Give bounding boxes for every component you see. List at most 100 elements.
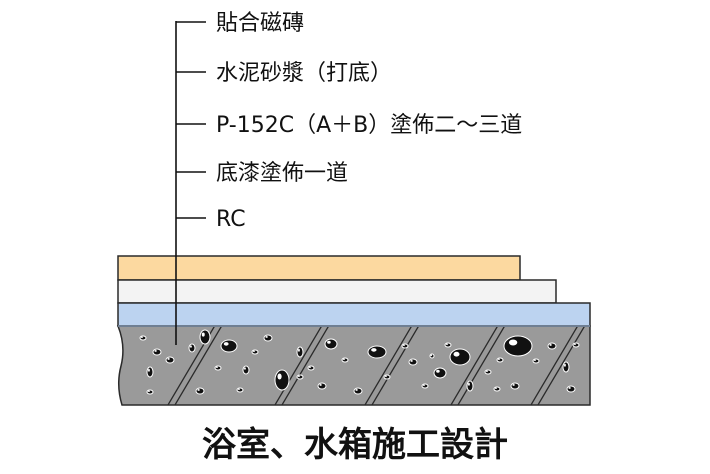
pebble-highlight — [385, 375, 387, 378]
pebble-highlight — [298, 348, 300, 352]
aggregate-pebble — [408, 358, 418, 366]
pebble-highlight — [436, 369, 440, 373]
pebble-highlight — [190, 345, 192, 348]
pebble-highlight — [197, 389, 200, 391]
aggregate-pebble — [251, 349, 259, 355]
aggregate-pebble — [532, 358, 540, 364]
pebble-highlight — [574, 343, 576, 346]
aggregate-pebble — [165, 356, 175, 364]
tile-layer — [117, 255, 521, 281]
label-primer: 底漆塗佈一道 — [216, 161, 348, 186]
pebble-highlight — [512, 384, 515, 386]
aggregate-pebble — [152, 348, 162, 356]
label-tile: 貼合磁磚 — [216, 11, 304, 36]
pebble-highlight — [154, 350, 157, 352]
pebble-highlight — [148, 368, 150, 372]
diagram-title: 浴室、水箱施工設計 — [202, 425, 508, 465]
aggregate-pebble — [195, 387, 205, 395]
label-rc: RC — [216, 207, 246, 232]
pebble-highlight — [167, 358, 170, 360]
aggregate-pebble — [444, 342, 452, 348]
concrete-hatch-line — [171, 326, 225, 405]
pebble-highlight — [238, 388, 240, 391]
pebble-highlight — [446, 343, 448, 346]
pebble-highlight — [410, 360, 413, 362]
pebble-highlight — [495, 387, 497, 390]
aggregate-pebble — [562, 361, 570, 373]
pebble-highlight — [564, 363, 566, 367]
aggregate-pebble — [341, 357, 349, 363]
aggregate-pebble — [493, 386, 501, 392]
aggregate-pebble — [566, 385, 576, 393]
aggregate-pebble — [367, 345, 387, 359]
aggregate-pebble — [274, 369, 290, 391]
aggregate-pebble — [307, 365, 315, 371]
aggregate-pebble — [236, 387, 244, 393]
pebble-highlight — [453, 351, 460, 357]
aggregate-pebble — [401, 343, 409, 349]
concrete-hatch-line — [368, 326, 422, 405]
aggregate-pebble — [317, 382, 327, 390]
aggregate-pebble — [263, 334, 273, 342]
pebble-highlight — [498, 358, 500, 361]
mortar-layer — [117, 279, 557, 304]
aggregate-pebble — [547, 342, 557, 350]
pebble-highlight — [549, 344, 552, 346]
aggregate-pebble — [296, 374, 304, 380]
aggregate-pebble — [503, 335, 533, 357]
label-membrane: P-152C（A＋B）塗佈二～三道 — [216, 113, 522, 138]
aggregate-pebble — [214, 365, 222, 371]
concrete-hatching — [164, 326, 588, 405]
pebble-highlight — [141, 336, 143, 339]
aggregate-pebble — [296, 346, 304, 358]
aggregate-pebble — [220, 339, 238, 353]
aggregate-pebble — [429, 353, 435, 359]
aggregate-pebble — [353, 387, 363, 395]
pebble-highlight — [468, 382, 470, 386]
leader-lines — [175, 21, 206, 345]
concrete-hatch-line — [271, 326, 325, 405]
pebble-highlight — [343, 358, 345, 361]
pebble-highlight — [201, 332, 205, 337]
aggregate-pebble — [466, 380, 474, 392]
pebble-highlight — [298, 375, 300, 378]
aggregate-pebble — [433, 367, 447, 379]
aggregate-pebble — [449, 348, 471, 366]
pebble-highlight — [223, 342, 229, 346]
pebble-highlight — [355, 389, 358, 391]
aggregate-pebble — [199, 329, 211, 345]
pebble-highlight — [309, 366, 311, 369]
concrete-hatch-line — [527, 326, 581, 405]
pebble-highlight — [568, 387, 571, 389]
aggregate-pebble — [146, 366, 154, 378]
pebble-highlight — [319, 384, 322, 386]
aggregate-pebble — [324, 338, 338, 350]
aggregate-pebble — [421, 383, 429, 389]
concrete-aggregate — [139, 329, 580, 395]
aggregate-pebble — [242, 365, 250, 375]
concrete-hatch-line — [534, 326, 588, 405]
aggregate-pebble — [572, 342, 580, 348]
label-mortar: 水泥砂漿（打底） — [216, 61, 392, 86]
concrete-hatch-line — [278, 326, 332, 405]
aggregate-pebble — [146, 389, 154, 395]
aggregate-pebble — [496, 357, 504, 363]
aggregate-pebble — [484, 369, 492, 375]
pebble-highlight — [327, 340, 331, 344]
aggregate-pebble — [139, 335, 147, 341]
concrete-hatch-line — [361, 326, 415, 405]
pebble-highlight — [371, 348, 377, 352]
pebble-highlight — [253, 350, 255, 353]
aggregate-pebble — [383, 374, 391, 380]
pebble-highlight — [403, 344, 405, 347]
aggregate-pebble — [510, 382, 520, 390]
aggregate-pebble — [188, 343, 196, 353]
pebble-highlight — [148, 390, 150, 393]
concrete-hatch-line — [447, 326, 501, 405]
pebble-highlight — [265, 336, 268, 338]
concrete-hatch-line — [454, 326, 508, 405]
pebble-highlight — [534, 359, 536, 362]
pebble-highlight — [277, 373, 282, 380]
pebble-highlight — [430, 354, 433, 357]
